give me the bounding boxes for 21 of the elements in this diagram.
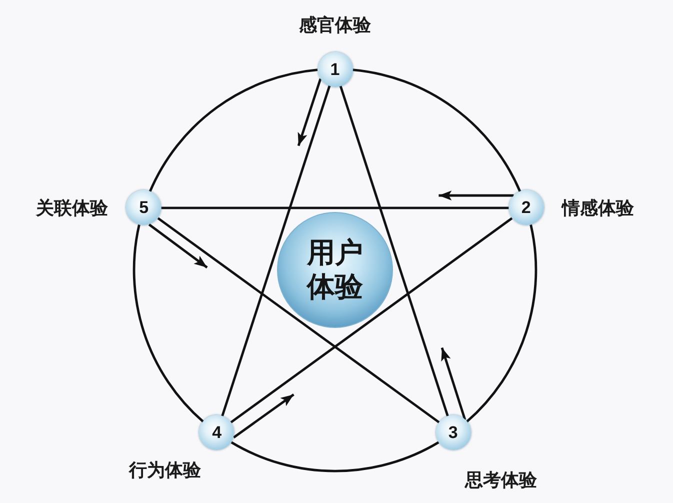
star-line (161, 206, 509, 210)
star-line (339, 85, 449, 416)
node-label: 行为体验 (129, 459, 201, 481)
star-line (157, 217, 440, 424)
ring-arc (148, 68, 318, 192)
node-label: 关联体验 (36, 197, 108, 219)
ring-arc (230, 441, 440, 472)
center-circle: 用户体验 (277, 212, 393, 328)
star-line (221, 85, 331, 416)
star-line (230, 217, 513, 424)
node-label: 感官体验 (299, 14, 371, 36)
arrow (440, 347, 466, 420)
arrow (438, 190, 514, 200)
arrow (148, 224, 208, 268)
node-label: 思考体验 (465, 469, 537, 491)
arrow (233, 394, 294, 438)
ring-arc (352, 68, 522, 192)
arrow (297, 78, 322, 146)
node-label: 情感体验 (562, 197, 634, 219)
ring-arc (132, 224, 204, 423)
ring-arc (466, 224, 538, 423)
